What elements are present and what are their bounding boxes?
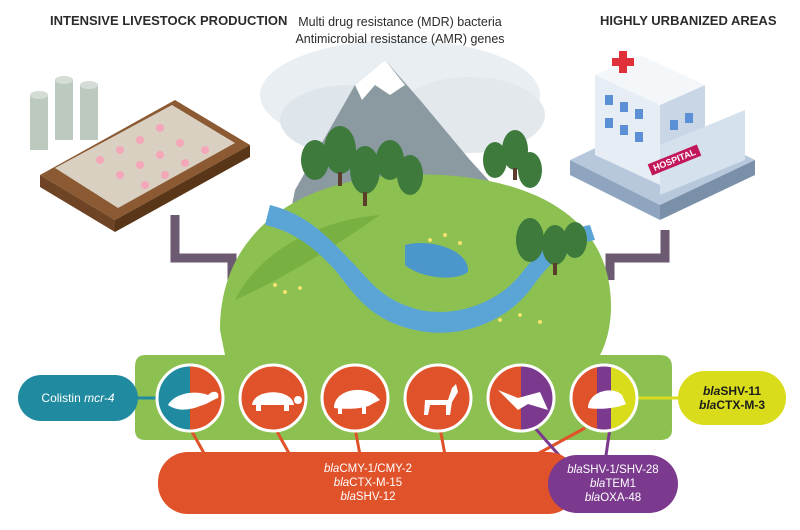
purple-gene-3: blaOXA-48 — [584, 492, 642, 504]
trees — [301, 126, 587, 265]
hedgehog-icon — [569, 363, 639, 433]
turtle-icon — [238, 363, 308, 433]
hospital-connector — [605, 230, 670, 280]
right-header: HIGHLY URBANIZED AREAS — [600, 13, 777, 28]
yellow-gene-2: blaCTX-M-3 — [698, 398, 765, 412]
purple-gene-box: blaSHV-1/SHV-28 blaTEM1 blaOXA-48 — [548, 455, 678, 513]
eagle-icon — [486, 363, 556, 433]
orange-gene-box: blaCMY-1/CMY-2 blaCTX-M-15 blaSHV-12 — [158, 452, 578, 514]
colistin-text: Colistin mcr-4 — [41, 391, 115, 405]
orange-gene-1: blaCMY-1/CMY-2 — [323, 463, 412, 475]
boar-icon — [320, 363, 390, 433]
center-header: Multi drug resistance (MDR) bacteria Ant… — [270, 14, 530, 48]
mountain — [290, 60, 520, 215]
orange-gene-2: blaCTX-M-15 — [333, 477, 403, 489]
yellow-gene-1: blaSHV-11 — [702, 384, 762, 398]
center-header-line1: Multi drug resistance (MDR) bacteria — [298, 15, 502, 29]
farm-illustration — [30, 76, 250, 232]
colistin-box: Colistin mcr-4 — [18, 375, 138, 421]
yellow-gene-box: blaSHV-11 blaCTX-M-3 — [678, 371, 786, 425]
orange-gene-3: blaSHV-12 — [340, 491, 396, 503]
center-header-line2: Antimicrobial resistance (AMR) genes — [295, 32, 505, 46]
river — [265, 205, 595, 333]
purple-gene-1: blaSHV-1/SHV-28 — [567, 464, 659, 476]
left-header: INTENSIVE LIVESTOCK PRODUCTION — [50, 13, 288, 28]
ferret-icon — [155, 363, 225, 433]
purple-gene-2: blaTEM1 — [589, 478, 637, 490]
goat-icon — [403, 363, 473, 433]
